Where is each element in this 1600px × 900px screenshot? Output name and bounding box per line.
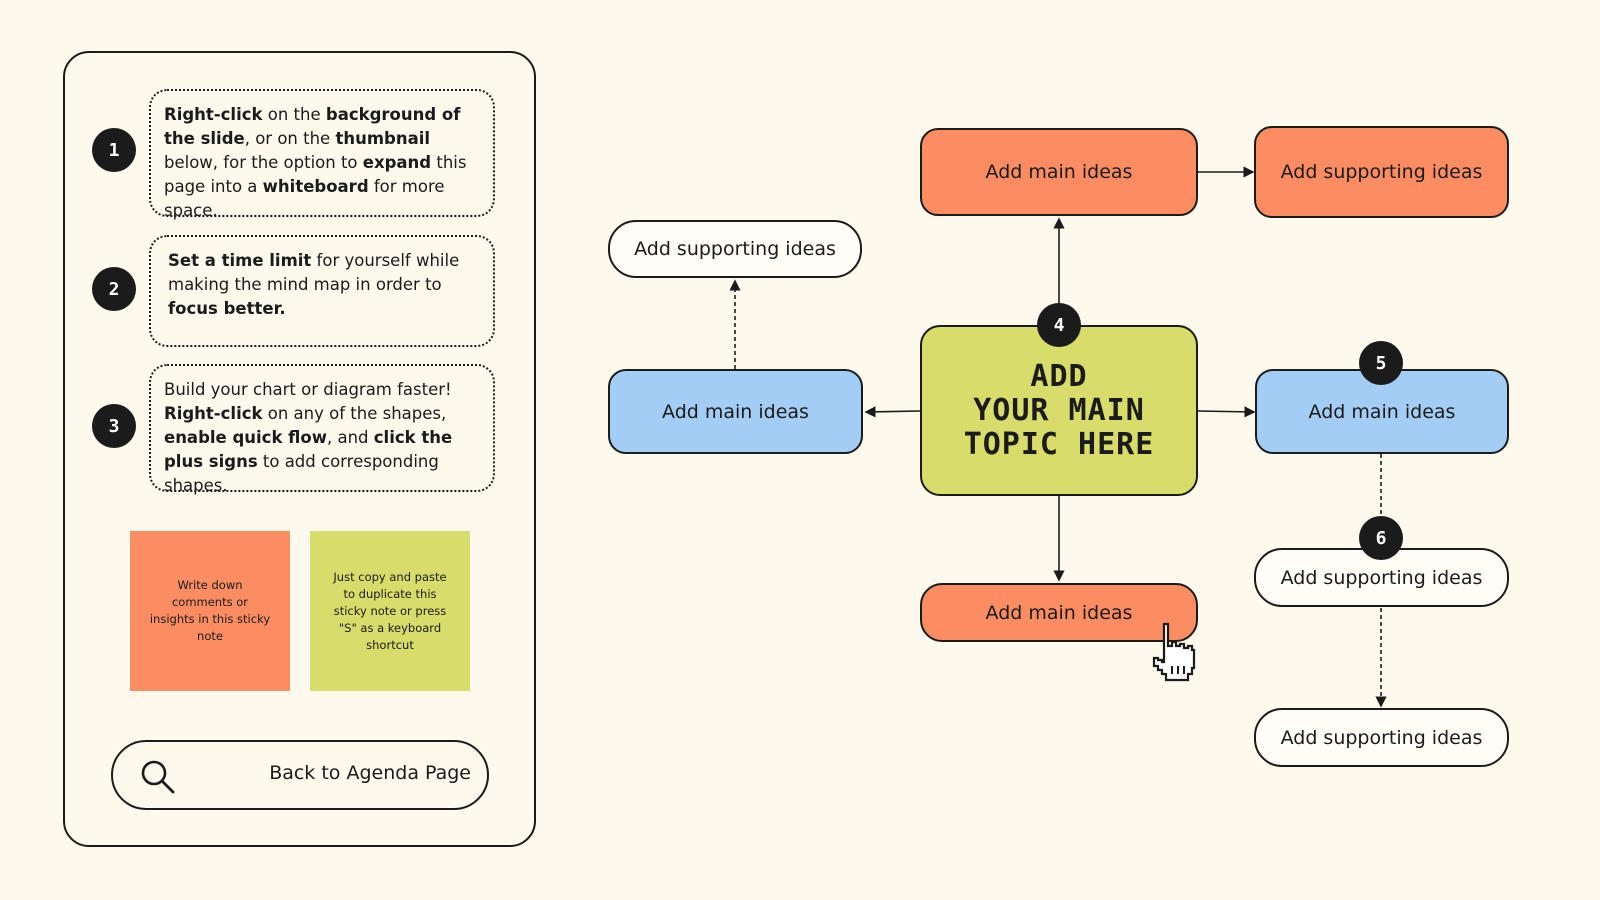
sticky-note-duplicate[interactable]: Just copy and paste to duplicate this st… — [310, 531, 470, 691]
tip-3-segment: Build your chart or diagram faster! — [164, 380, 452, 399]
tip-2-segment: Set a time limit — [168, 251, 312, 270]
tip-1-segment: below, for the option to — [164, 153, 363, 172]
search-icon — [141, 760, 175, 794]
left-main-idea-node[interactable]: Add main ideas — [608, 369, 863, 454]
connector-center-to-left — [864, 406, 921, 418]
instructions-panel — [63, 51, 536, 847]
step-3-badge: 3 — [92, 404, 136, 448]
tip-2-segment: focus better. — [168, 299, 286, 318]
tip-2-text: Set a time limit for yourself while maki… — [149, 235, 495, 347]
tip-2-segment: for yourself while making the mind map i… — [168, 251, 460, 294]
tip-3-segment: to add corresponding shapes. — [164, 452, 439, 495]
top-supporting-idea-node[interactable]: Add supporting ideas — [1254, 126, 1509, 218]
sticky-note-comments[interactable]: Write down comments or insights in this … — [130, 531, 290, 691]
tip-1-segment: , or on the — [244, 129, 336, 148]
step-2-badge: 2 — [92, 267, 136, 311]
tip-1-segment: whiteboard — [262, 177, 369, 196]
step-4-badge: 4 — [1037, 303, 1081, 347]
top-main-idea-node[interactable]: Add main ideas — [920, 128, 1198, 216]
tip-3-segment: click the plus signs — [164, 428, 453, 471]
back-button-label: Back to Agenda Page — [269, 762, 471, 784]
tip-3-text: Build your chart or diagram faster! Righ… — [149, 364, 495, 495]
step-1-badge: 1 — [92, 128, 136, 172]
step-5-badge: 5 — [1359, 341, 1403, 385]
tip-3-segment: enable quick flow — [164, 428, 327, 447]
back-to-agenda-button[interactable]: Back to Agenda Page — [111, 740, 489, 810]
step-6-badge: 6 — [1359, 516, 1403, 560]
central-topic-node[interactable]: ADD YOUR MAIN TOPIC HERE — [920, 325, 1198, 496]
tip-1-segment: Right-click — [164, 105, 263, 124]
connector-center-to-right — [1197, 406, 1256, 418]
right-supporting-idea-node-2[interactable]: Add supporting ideas — [1254, 708, 1509, 767]
tip-3-segment: , and — [327, 428, 374, 447]
left-supporting-idea-node[interactable]: Add supporting ideas — [608, 220, 862, 278]
tip-1-text: Right-click on the background of the sli… — [149, 89, 495, 220]
bottom-main-idea-node[interactable]: Add main ideas — [920, 583, 1198, 642]
tip-1-segment: this page into a — [164, 153, 467, 196]
tip-3-segment: Right-click — [164, 404, 263, 423]
hand-cursor-icon — [1152, 622, 1196, 682]
tip-3-segment: on any of the shapes, — [262, 404, 447, 423]
tip-1-segment: expand — [362, 153, 432, 172]
tip-1-segment: background of the slide — [164, 105, 461, 148]
tip-1-segment: thumbnail — [335, 129, 431, 148]
tip-1-segment: for more space. — [164, 177, 445, 220]
tip-1-segment: on the — [262, 105, 326, 124]
